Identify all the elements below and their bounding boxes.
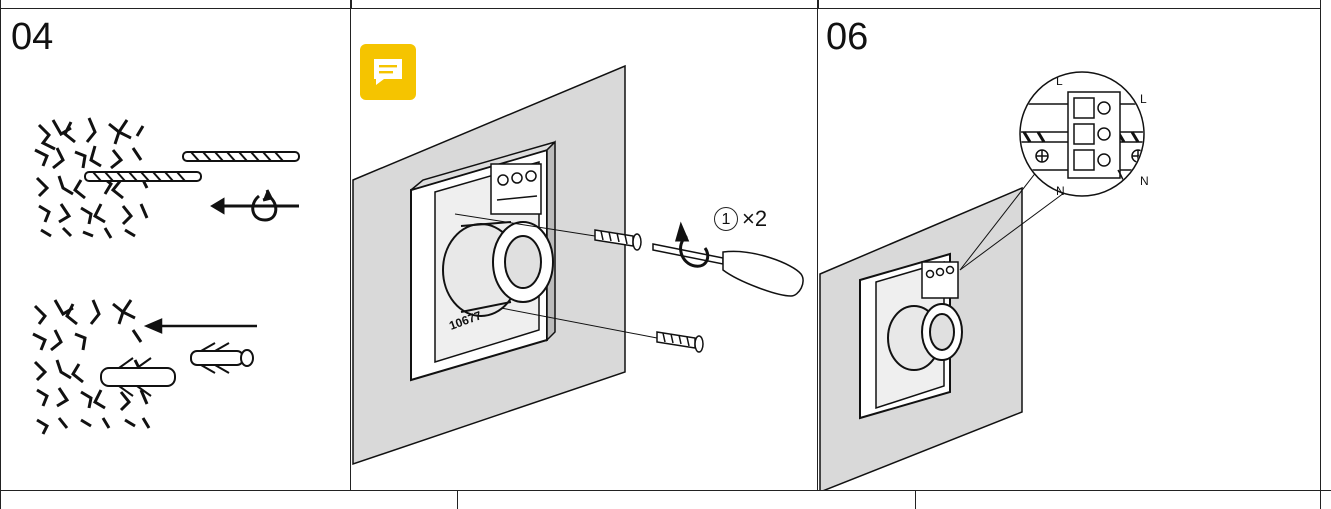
- insert-arrow-icon: [143, 318, 257, 334]
- screw-top: [454, 213, 642, 251]
- step-number-04: 04: [11, 16, 54, 58]
- step-panel-06: 06: [818, 0, 1321, 490]
- wall-plug-loose: [190, 342, 254, 374]
- top-rule: [0, 8, 1321, 9]
- wall-texture-lower: [32, 299, 151, 435]
- wall-plug-inserted: [100, 357, 176, 397]
- quantity-marker-text: 1: [721, 211, 731, 228]
- step-number-06: 06: [826, 16, 869, 58]
- wiring-detail-callout: [1019, 71, 1145, 197]
- step-panel-04: 04: [0, 0, 351, 490]
- step-panel-05: 10677: [351, 0, 818, 490]
- terminal-label-neutral-right: N: [1140, 174, 1149, 188]
- quantity-marker: 1: [714, 207, 738, 231]
- mounting-illustration: 10677: [352, 64, 804, 466]
- drill-bit-2: [84, 171, 202, 182]
- top-tick-2: [818, 0, 819, 8]
- screwdriver: [652, 243, 804, 297]
- bottom-strip: [0, 490, 1331, 509]
- drilling-illustration: [32, 117, 300, 435]
- bottom-cell-3: [916, 491, 1321, 509]
- drill-bit-1: [182, 151, 300, 162]
- bottom-cell-2: [458, 491, 916, 509]
- cable-port: [442, 221, 554, 317]
- screw-bottom: [500, 307, 704, 353]
- quantity-label: 1 ×2: [714, 206, 767, 232]
- bottom-cell-1: [0, 491, 458, 509]
- note-button[interactable]: [360, 44, 416, 100]
- wall-texture-upper: [34, 117, 149, 239]
- terminal-label-neutral-left: N: [1056, 184, 1065, 198]
- terminal-label-live-right: L: [1140, 92, 1147, 106]
- wiring-illustration: [819, 71, 1145, 490]
- quantity-multiplier: ×2: [742, 206, 768, 231]
- terminal-block: [490, 163, 542, 215]
- top-tick-1: [351, 0, 352, 8]
- rotate-arrow-icon: [675, 221, 710, 268]
- comment-note-icon: [372, 57, 404, 87]
- terminal-label-live-left: L: [1056, 74, 1063, 88]
- rotation-arrow-icon: [210, 189, 299, 222]
